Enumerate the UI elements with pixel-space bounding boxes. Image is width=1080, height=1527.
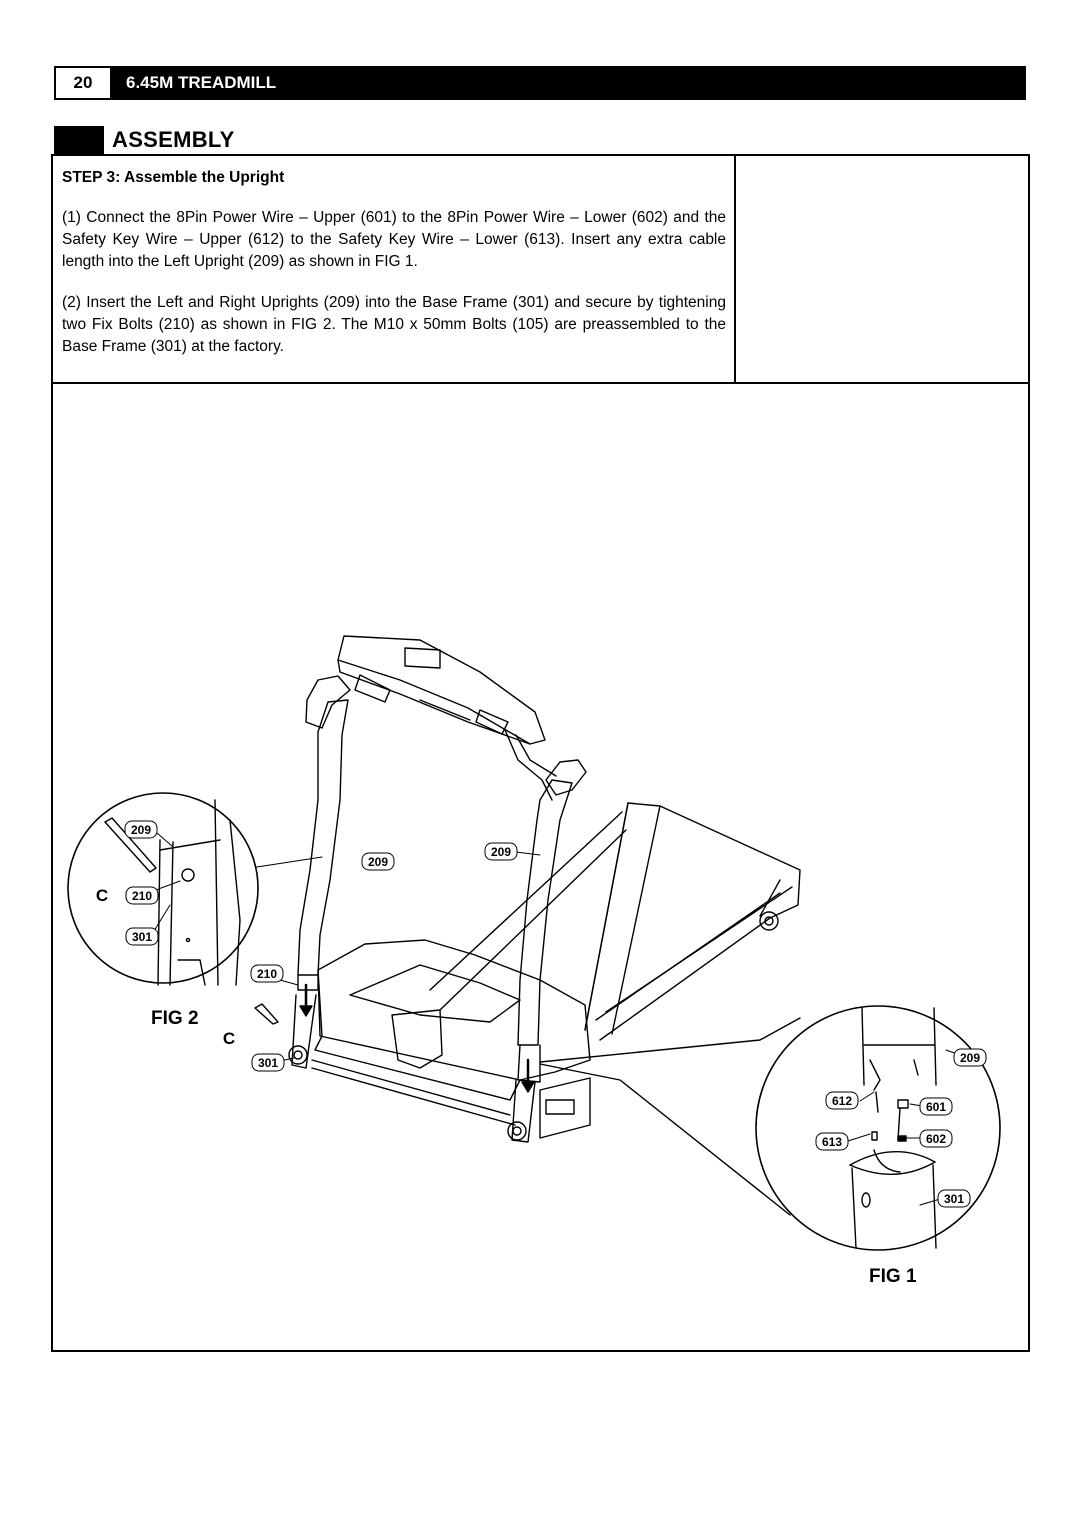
callout-612-inset1: 612 [832,1094,852,1108]
callout-209-left: 209 [368,855,388,869]
column-divider [734,154,736,384]
callout-c-main: C [223,1029,235,1048]
callout-210-main: 210 [257,967,277,981]
step-separator: : [115,169,125,186]
callout-209-right: 209 [491,845,511,859]
callout-301-main: 301 [258,1056,278,1070]
instruction-paragraph-2: (2) Insert the Left and Right Uprights (… [62,294,726,355]
left-upright [291,675,351,1069]
step-number: STEP 3 [62,169,116,186]
callout-209-inset1: 209 [960,1051,980,1065]
insertion-arrows [299,983,535,1093]
callout-301-inset1: 301 [944,1192,964,1206]
section-marker [54,126,104,156]
callout-613-inset1: 613 [822,1135,842,1149]
content-frame [51,154,1030,1352]
treadmill-deck [429,802,801,1041]
fig1-label: FIG 1 [869,1266,917,1287]
console [337,635,557,801]
callout-badges [124,820,987,1208]
callout-601-inset1: 601 [926,1100,946,1114]
page-header-title: 6.45M TREADMILL [112,66,1026,100]
step-heading: STEP 3: Assemble the Upright [62,169,284,187]
callout-c-inset2: C [96,886,108,905]
callout-210-inset2: 210 [132,889,152,903]
page-number: 20 [54,66,112,100]
section-title: ASSEMBLY [112,127,235,152]
motor-hood [288,939,591,1141]
row-divider [51,382,1030,384]
fig2-detail-inset [67,792,259,986]
fig2-label: FIG 2 [151,1008,199,1029]
allen-key-icon [254,1003,279,1025]
instruction-paragraph-1: (1) Connect the 8Pin Power Wire – Upper … [62,209,726,270]
callout-301-inset2: 301 [132,930,152,944]
step-title: Assemble the Upright [124,169,285,186]
callout-602-inset1: 602 [926,1132,946,1146]
fig1-detail-inset [539,1005,1001,1251]
callout-209-inset2: 209 [131,823,151,837]
